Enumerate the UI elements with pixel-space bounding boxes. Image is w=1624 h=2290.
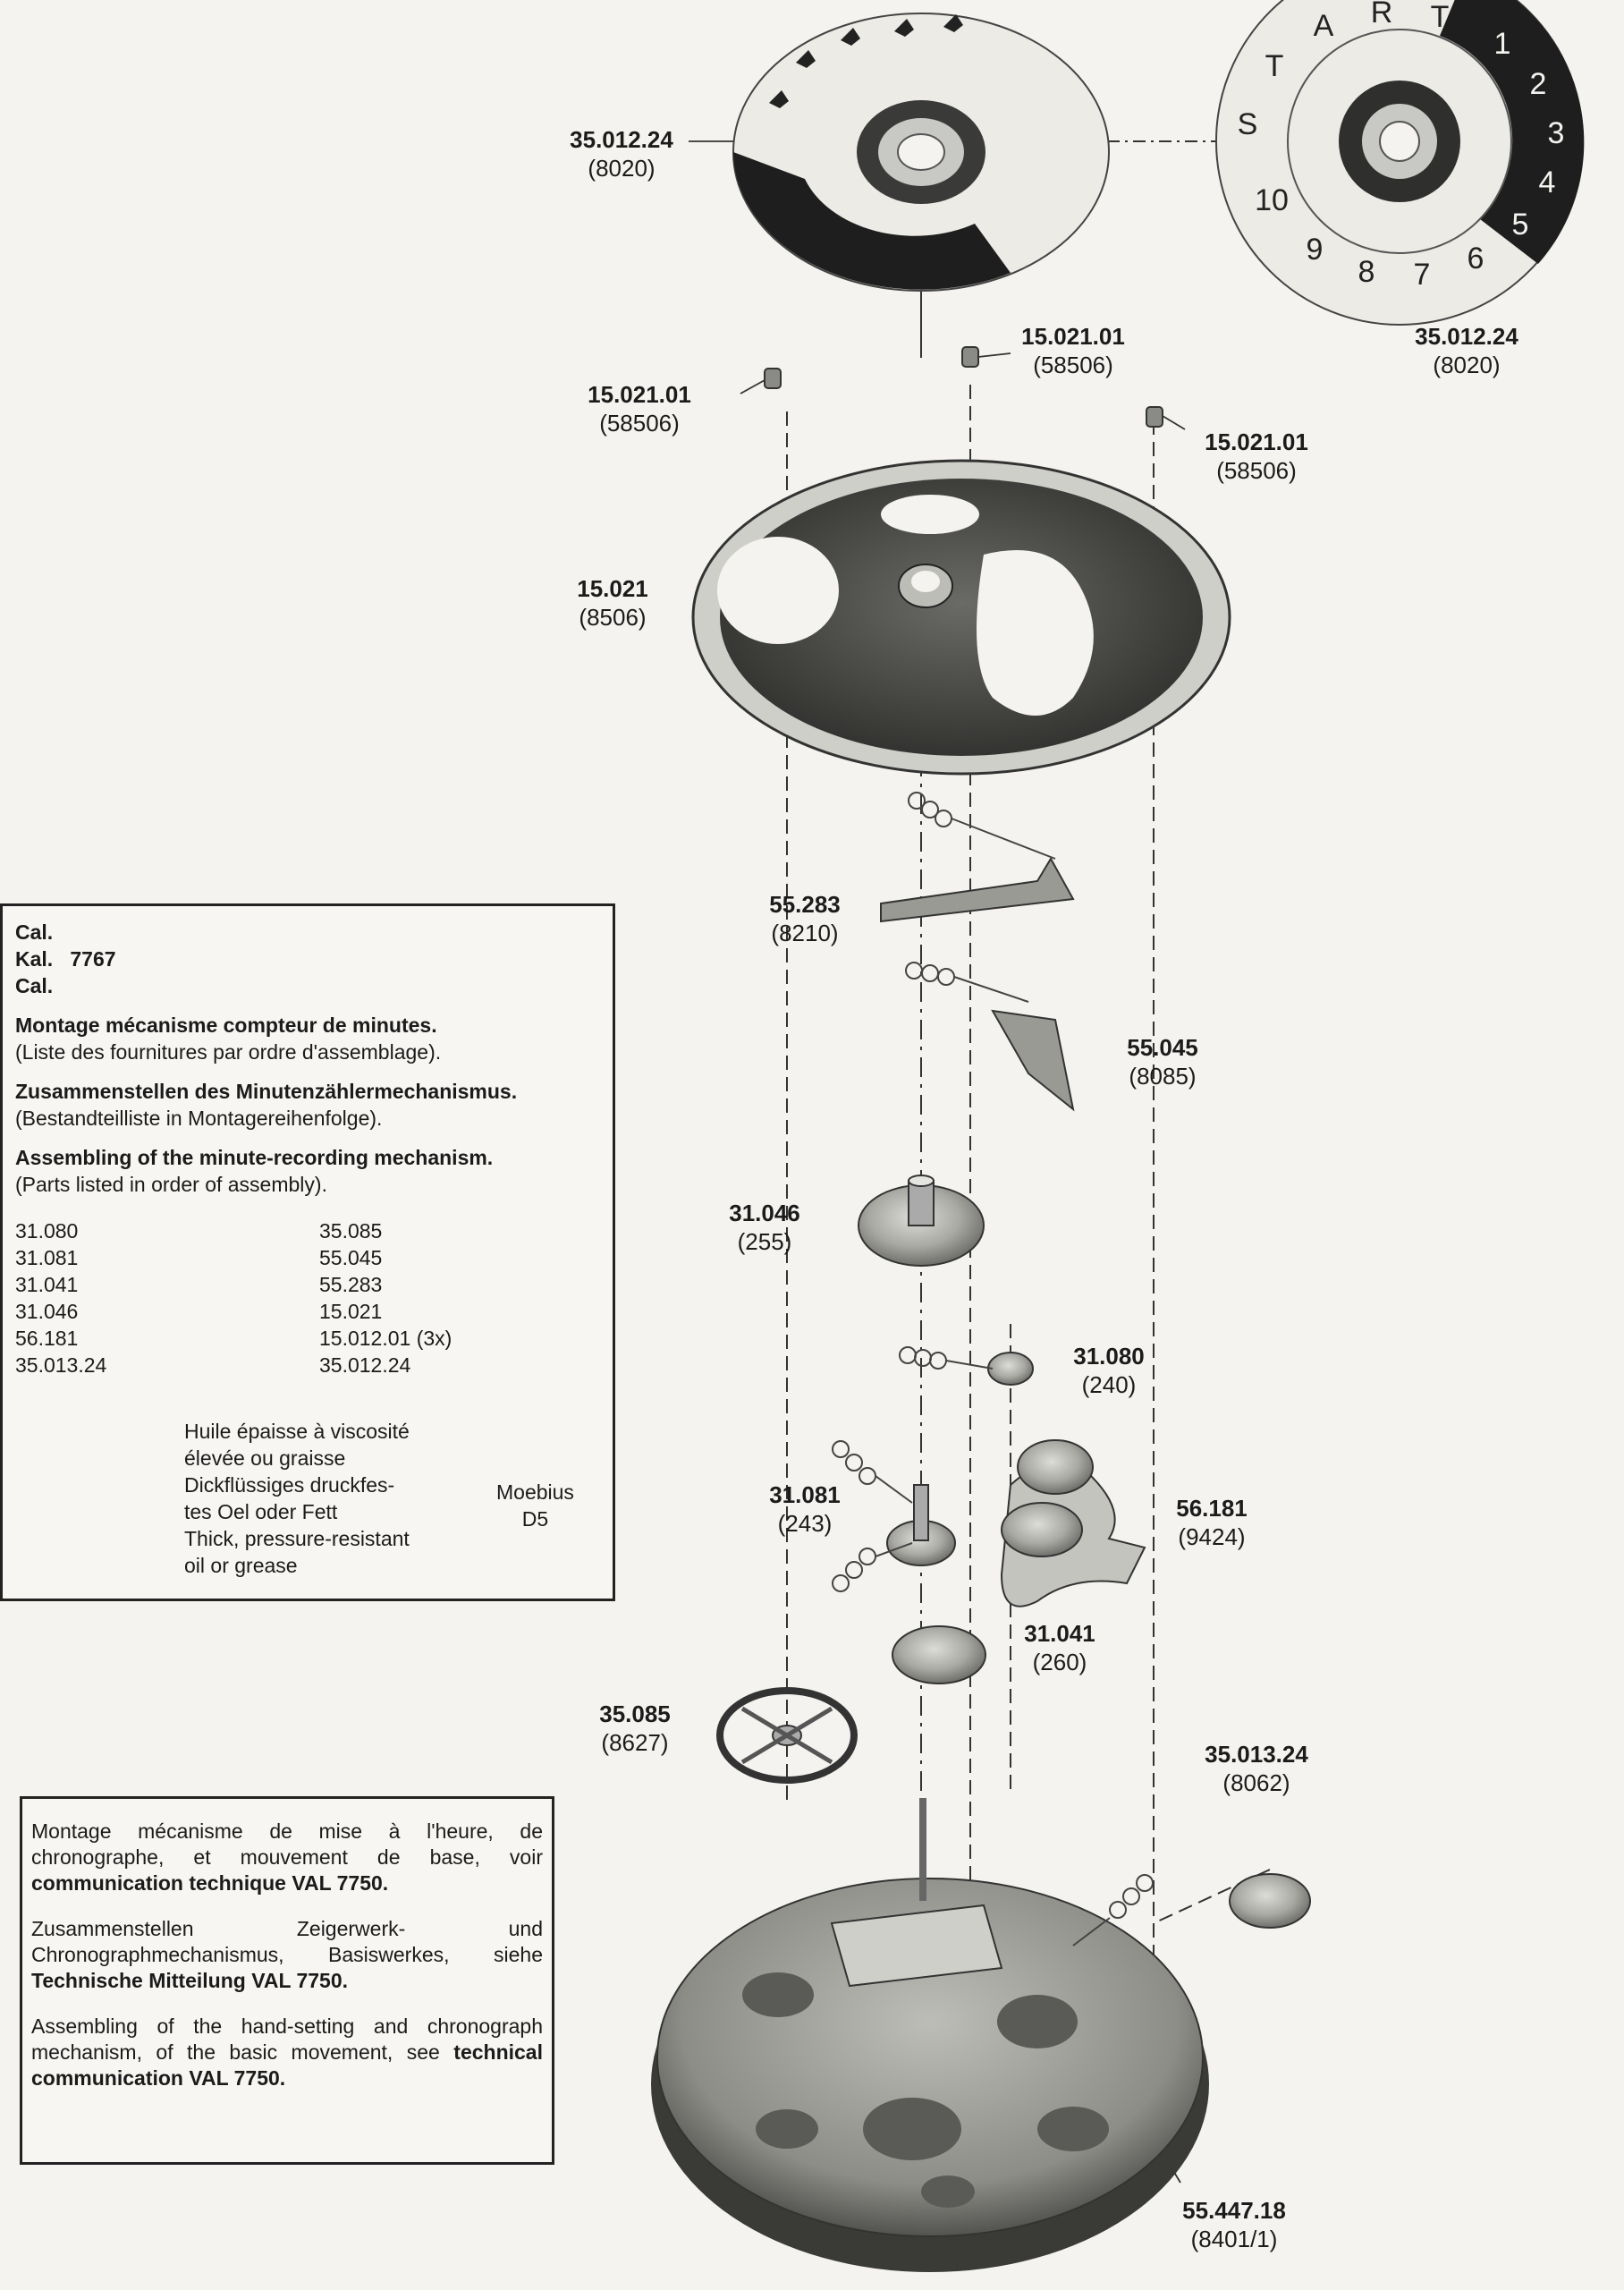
kal-label: Kal. (15, 947, 54, 971)
lubricant-code: D5 (521, 1507, 549, 1531)
part-label: 35.013.24(8062) (1205, 1741, 1308, 1796)
part-item: 55.283 (319, 1273, 383, 1296)
dial-number: 8 (1358, 255, 1375, 289)
part-item: 31.081 (15, 1246, 79, 1269)
part-label: 35.085(8627) (599, 1701, 671, 1756)
part-label: 15.021.01(58506) (1021, 323, 1125, 378)
wheel-31041 (892, 1625, 986, 1684)
part-label: 15.021.01(58506) (588, 381, 691, 437)
note-de: Zusammenstellen Zeigerwerk- und Chronogr… (31, 1917, 543, 1992)
fr-title: Montage mécanisme compteur de minutes. (15, 1014, 437, 1037)
dial-letter: R (1371, 0, 1393, 30)
lubricant-name: Moebius D5 (496, 1479, 574, 1532)
part-label: 31.081(243) (769, 1481, 841, 1537)
part-label: 35.012.24(8020) (1415, 323, 1518, 378)
dial-number: 10 (1255, 183, 1289, 217)
wheel-31081 (886, 1484, 956, 1566)
part-item: 35.085 (319, 1219, 383, 1243)
dial-number: 6 (1468, 242, 1484, 276)
part-label: 31.041(260) (1024, 1620, 1095, 1675)
start-counter-disc: S T A R T 1 2 3 4 5 6 7 8 9 10 (1215, 0, 1585, 326)
cal-label: Cal. (15, 974, 54, 997)
dial-letter: T (1265, 49, 1284, 83)
dial-letter: A (1314, 9, 1334, 43)
dial-letter: S (1238, 107, 1258, 141)
en-subtitle: (Parts listed in order of assembly). (15, 1173, 327, 1196)
part-item: 55.045 (319, 1246, 383, 1269)
part-label: 56.181(9424) (1176, 1495, 1248, 1550)
dial-number: 9 (1307, 233, 1324, 267)
bridge-plate (691, 459, 1231, 776)
part-label: 55.045(8085) (1127, 1034, 1198, 1090)
parts-list: 31.080 35.085 31.081 55.045 31.041 55.283 3… (15, 1217, 600, 1378)
lubricant-brand: Moebius (496, 1480, 574, 1504)
dial-letter: T (1431, 0, 1450, 34)
note-fr: Montage mécanisme de mise à l'heure, de … (31, 1819, 543, 1895)
cal-label: Cal. (15, 920, 54, 944)
part-label: 31.080(240) (1073, 1343, 1145, 1398)
de-title: Zusammenstellen des Minutenzählermechani… (15, 1080, 518, 1103)
part-item: 15.012.01 (3x) (319, 1327, 453, 1350)
bridge-56181 (1000, 1439, 1146, 1607)
note-en: Assembling of the hand-setting and chron… (31, 2014, 543, 2090)
part-label: 31.046(255) (729, 1200, 800, 1255)
disc-35013 (1229, 1873, 1311, 1929)
fr-subtitle: (Liste des fournitures par ordre d'assem… (15, 1040, 442, 1064)
part-item: 31.041 (15, 1273, 79, 1296)
assembly-info-box: Cal. Kal. 7767 Cal. Montage mécanisme co… (0, 903, 615, 1414)
leader-lines (689, 140, 1186, 2184)
wheel-35085 (716, 1687, 858, 1784)
dial-number: 3 (1548, 116, 1565, 150)
legend-line: Huile épaisse à viscosité (184, 1420, 410, 1443)
legend-line: oil or grease (184, 1554, 298, 1577)
part-label: 55.283(8210) (769, 891, 841, 946)
part-label: 35.012.24(8020) (570, 126, 673, 182)
calibre-block: Cal. Kal. 7767 Cal. (15, 919, 600, 999)
dial-number: 2 (1530, 67, 1547, 101)
dial-number: 4 (1539, 165, 1556, 199)
dial-number: 1 (1494, 27, 1511, 61)
dial-number: 5 (1512, 208, 1529, 242)
part-label: 55.447.18(8401/1) (1182, 2197, 1286, 2252)
screws (764, 346, 1163, 428)
pinion-31080 (987, 1352, 1034, 1386)
lubrication-legend: Huile épaisse à viscosité élevée ou grai… (0, 1409, 615, 1601)
calibre-number: 7767 (70, 947, 116, 971)
part-label: 15.021(8506) (577, 575, 648, 631)
spring-55045 (991, 1009, 1075, 1112)
reference-notes-box: Montage mécanisme de mise à l'heure, de … (20, 1796, 554, 2165)
legend-line: Dickflüssiges druckfes- (184, 1473, 395, 1497)
lubrication-markers (832, 792, 1154, 1946)
part-item: 31.080 (15, 1219, 79, 1243)
legend-line: élevée ou graisse (184, 1446, 346, 1470)
dial-number: 7 (1414, 258, 1431, 292)
base-movement (651, 1798, 1209, 2272)
minute-counter-disc-perspective (732, 13, 1110, 292)
de-subtitle: (Bestandteilliste in Montagereihenfolge)… (15, 1107, 383, 1130)
en-title: Assembling of the minute-recording mecha… (15, 1146, 494, 1169)
part-label: 15.021.01(58506) (1205, 428, 1308, 484)
part-item: 15.021 (319, 1300, 383, 1323)
part-item: 31.046 (15, 1300, 79, 1323)
lever-55283 (880, 857, 1075, 923)
legend-line: tes Oel oder Fett (184, 1500, 338, 1523)
legend-text: Huile épaisse à viscosité élevée ou grai… (184, 1418, 410, 1579)
part-item: 35.013.24 (15, 1353, 107, 1377)
legend-line: Thick, pressure-resistant (184, 1527, 410, 1550)
wheel-31046 (858, 1175, 985, 1267)
part-item: 35.012.24 (319, 1353, 411, 1377)
part-item: 56.181 (15, 1327, 79, 1350)
